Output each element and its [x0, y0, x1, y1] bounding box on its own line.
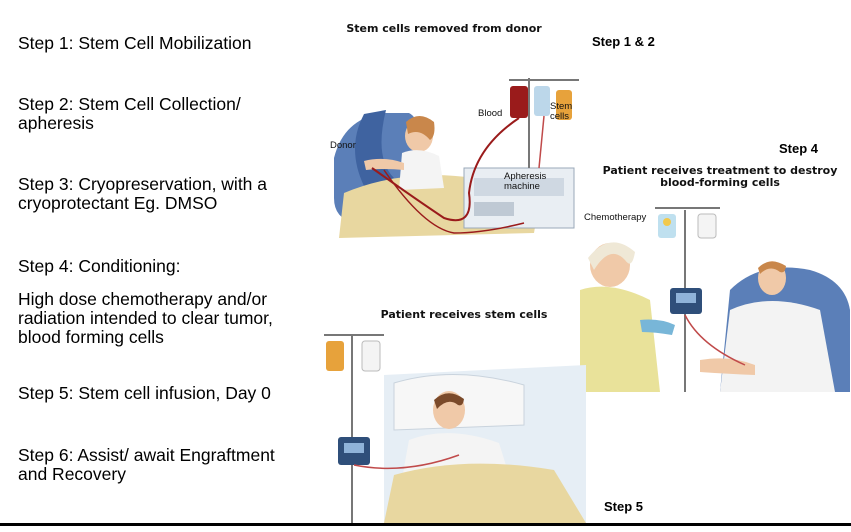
conditioning-description: High dose chemotherapy and/or radiation …	[18, 289, 273, 347]
apheresis-machine-label: Apheresis machine	[504, 171, 547, 192]
step-5-label: Step 5	[604, 499, 644, 514]
apheresis-drawing	[334, 78, 579, 238]
step-1-text: Step 1: Stem Cell Mobilization	[18, 33, 252, 53]
step-2-text: Step 2: Stem Cell Collection/ apheresis	[18, 94, 241, 133]
chemotherapy-drawing	[580, 207, 850, 392]
chemotherapy-title: Patient receives treatment to destroy bl…	[602, 164, 838, 189]
chemotherapy-label: Chemotherapy	[584, 212, 647, 223]
bottom-divider	[0, 523, 851, 526]
apheresis-illustration: Stem cells removed from donor Donor Bloo…	[324, 18, 586, 246]
blood-label: Blood	[478, 108, 503, 119]
infusion-drawing	[324, 334, 586, 523]
apheresis-title: Stem cells removed from donor	[346, 22, 542, 35]
donor-label: Donor	[330, 140, 356, 151]
step-3-text: Step 3: Cryopreservation, with a cryopro…	[18, 174, 268, 213]
infusion-illustration: Patient receives stem cells	[324, 305, 586, 523]
step-5-text: Step 5: Stem cell infusion, Day 0	[18, 383, 271, 403]
infusion-title: Patient receives stem cells	[380, 308, 548, 321]
step-1-2-label: Step 1 & 2	[592, 34, 655, 49]
step-6-text: Step 6: Assist/ await Engraftment and Re…	[18, 445, 275, 484]
step-4-text: Step 4: Conditioning:	[18, 256, 181, 276]
stem-cells-label: Stem cells	[550, 101, 573, 122]
chemotherapy-illustration: Patient receives treatment to destroy bl…	[580, 160, 851, 392]
step-4-label: Step 4	[779, 141, 819, 156]
